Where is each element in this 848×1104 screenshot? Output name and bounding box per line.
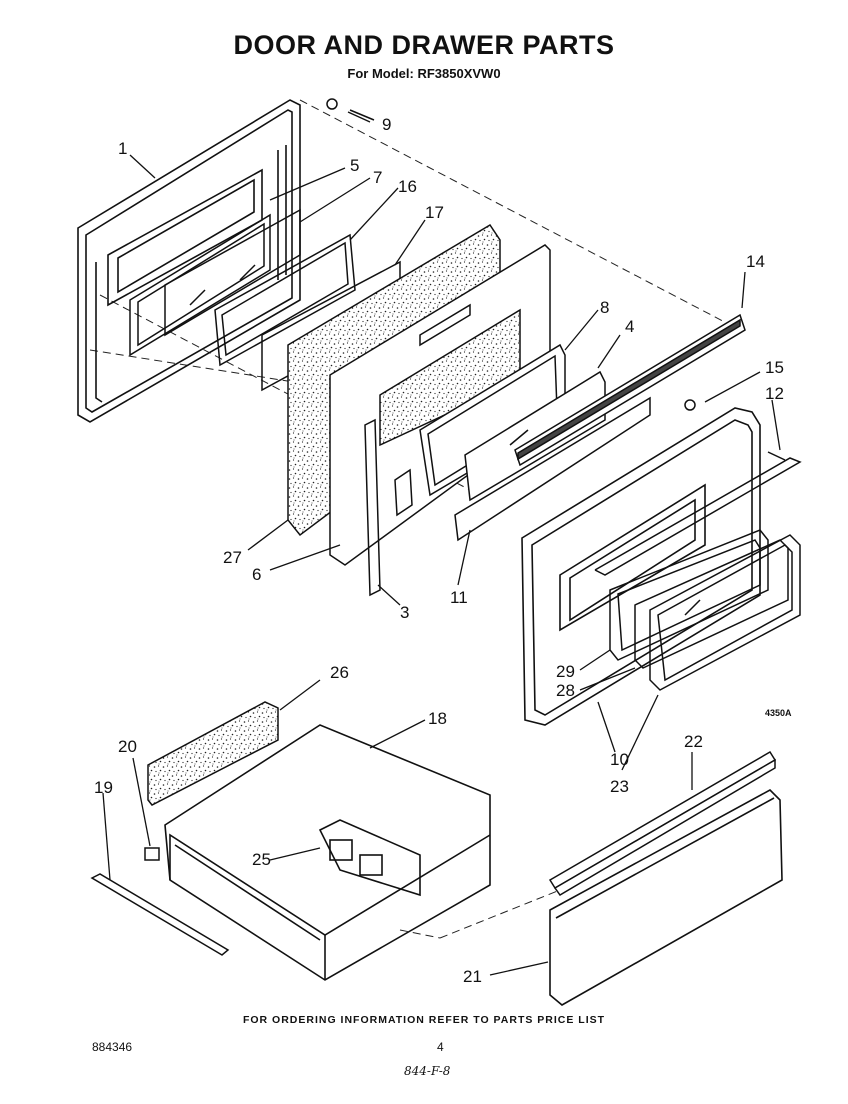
callout-23: 23 — [610, 777, 629, 796]
handwritten-note: 844-F-8 — [404, 1064, 451, 1078]
clip-part-9 — [326, 98, 375, 121]
handle-part-12 — [594, 451, 802, 576]
callout-1: 1 — [118, 139, 127, 158]
ordering-note: FOR ORDERING INFORMATION REFER TO PARTS … — [242, 1014, 606, 1026]
callout-4: 4 — [625, 317, 634, 336]
page-title: DOOR AND DRAWER PARTS — [233, 30, 615, 60]
trim-part-22 — [548, 750, 777, 896]
seal-part-14 — [514, 313, 746, 467]
inner-panel-part-6 — [329, 244, 551, 566]
document-number: 884346 — [92, 1040, 133, 1054]
insulation-part-26 — [147, 701, 279, 806]
drawer-body-part-18 — [164, 724, 491, 981]
frame-part-23 — [649, 534, 801, 691]
callout-6: 6 — [252, 565, 261, 584]
outer-door-panel — [77, 99, 301, 423]
callout-11: 11 — [450, 588, 468, 607]
clip-part-15 — [684, 399, 696, 411]
callout-15: 15 — [765, 358, 784, 377]
callout-26: 26 — [330, 663, 349, 682]
model-subtitle: For Model: RF3850XVW0 — [347, 66, 501, 81]
glass-part-7 — [164, 208, 301, 337]
callout-12: 12 — [765, 384, 784, 403]
glass-part-28 — [634, 539, 789, 669]
callout-8: 8 — [600, 298, 609, 317]
callout-5: 5 — [350, 156, 359, 175]
callout-20: 20 — [118, 737, 137, 756]
strip-part-3 — [364, 418, 381, 597]
figure-code: 4350A — [765, 708, 792, 718]
window-frame-part-5 — [129, 213, 271, 357]
projection-lines — [89, 99, 741, 939]
frame-part-16 — [214, 233, 356, 367]
callout-27: 27 — [223, 548, 242, 567]
callout-18: 18 — [428, 709, 447, 728]
callout-leaders — [102, 111, 781, 976]
trim-part-11 — [454, 396, 651, 542]
callout-3: 3 — [400, 603, 409, 622]
rail-part-19 — [90, 873, 230, 956]
callout-19: 19 — [94, 778, 113, 797]
callout-29: 29 — [556, 662, 575, 681]
callout-22: 22 — [684, 732, 703, 751]
drawer-front-part-21 — [549, 789, 783, 1006]
window-frame-part-8 — [419, 343, 566, 497]
bracket-part-20 — [144, 847, 160, 861]
page-number: 4 — [437, 1040, 444, 1054]
callout-10: 10 — [610, 750, 629, 769]
inner-door-part-10 — [521, 407, 761, 726]
callout-9: 9 — [382, 115, 391, 134]
callout-labels: 1 9 5 7 16 17 14 8 4 15 12 27 6 3 11 29 … — [94, 115, 792, 986]
callout-21: 21 — [463, 967, 482, 986]
callout-17: 17 — [425, 203, 444, 222]
callout-25: 25 — [252, 850, 271, 869]
callout-14: 14 — [746, 252, 765, 271]
callout-28: 28 — [556, 681, 575, 700]
callout-16: 16 — [398, 177, 417, 196]
callout-7: 7 — [373, 168, 382, 187]
